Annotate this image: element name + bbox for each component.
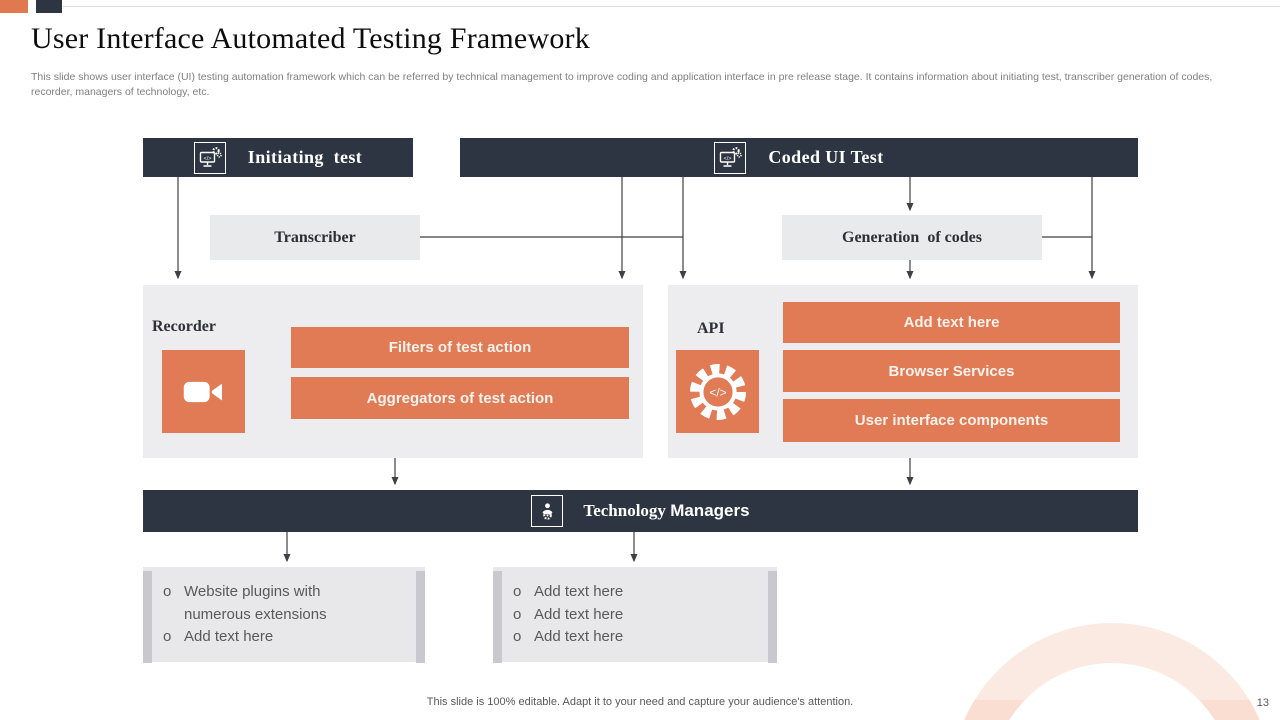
coded-ui-test-bar[interactable]: </> Coded UI Test — [460, 138, 1138, 177]
website-plugins-list: Website plugins with numerous extensions… — [163, 581, 409, 649]
transcriber-box[interactable]: Transcriber — [210, 215, 420, 260]
generation-of-codes-label: Generation of codes — [842, 228, 982, 246]
list-item: Website plugins with numerous extensions — [163, 581, 384, 626]
filters-of-test-action-button[interactable]: Filters of test action — [291, 327, 629, 368]
api-add-text-button[interactable]: Add text here — [783, 302, 1120, 343]
deco-ring-accent-clip — [0, 700, 1280, 720]
monitor-gear-icon: </> — [714, 141, 747, 174]
svg-text:</>: </> — [709, 385, 726, 399]
aggregators-of-test-action-button[interactable]: Aggregators of test action — [291, 377, 629, 419]
list-strip-left — [143, 571, 152, 663]
slide-description[interactable]: This slide shows user interface (UI) tes… — [31, 71, 1213, 99]
website-plugins-list-box[interactable]: Website plugins with numerous extensions… — [143, 567, 425, 663]
add-text-list-box[interactable]: Add text here Add text here Add text her… — [493, 567, 777, 663]
monitor-gear-icon: </> — [193, 141, 226, 174]
manager-gear-icon — [531, 495, 564, 527]
svg-text:</>: </> — [203, 155, 211, 161]
deco-orange-square — [0, 0, 28, 13]
api-panel[interactable]: API </> Add text here Browser Services U… — [668, 285, 1138, 458]
initiating-test-label: Initiating test — [247, 147, 363, 167]
list-strip-left — [493, 571, 502, 663]
video-camera-icon — [162, 350, 245, 433]
browser-services-button[interactable]: Browser Services — [783, 350, 1120, 392]
list-item: Add text here — [513, 604, 734, 627]
svg-text:</>: </> — [724, 155, 732, 161]
deco-divider-line — [63, 6, 1280, 7]
technology-managers-label: Technology Managers — [583, 501, 750, 520]
gear-code-icon: </> — [676, 350, 759, 433]
add-text-list: Add text here Add text here Add text her… — [513, 581, 761, 649]
list-item: Add text here — [513, 581, 734, 604]
list-item: Add text here — [163, 626, 384, 649]
page-title[interactable]: User Interface Automated Testing Framewo… — [31, 22, 590, 55]
list-item: Add text here — [513, 626, 734, 649]
footer-note: This slide is 100% editable. Adapt it to… — [426, 696, 854, 708]
api-label: API — [697, 320, 725, 337]
deco-navy-square — [36, 0, 62, 13]
technology-managers-bar[interactable]: Technology Managers — [143, 490, 1138, 532]
recorder-label: Recorder — [152, 318, 216, 335]
page-number: 13 — [1256, 697, 1269, 709]
list-strip-right — [416, 571, 425, 663]
coded-ui-test-label: Coded UI Test — [768, 147, 884, 167]
user-interface-components-button[interactable]: User interface components — [783, 399, 1120, 442]
transcriber-label: Transcriber — [274, 228, 356, 246]
generation-of-codes-box[interactable]: Generation of codes — [782, 215, 1042, 260]
list-strip-right — [768, 571, 777, 663]
initiating-test-bar[interactable]: </> Initiating test — [143, 138, 413, 177]
recorder-panel[interactable]: Recorder Filters of test action Aggregat… — [143, 285, 643, 458]
